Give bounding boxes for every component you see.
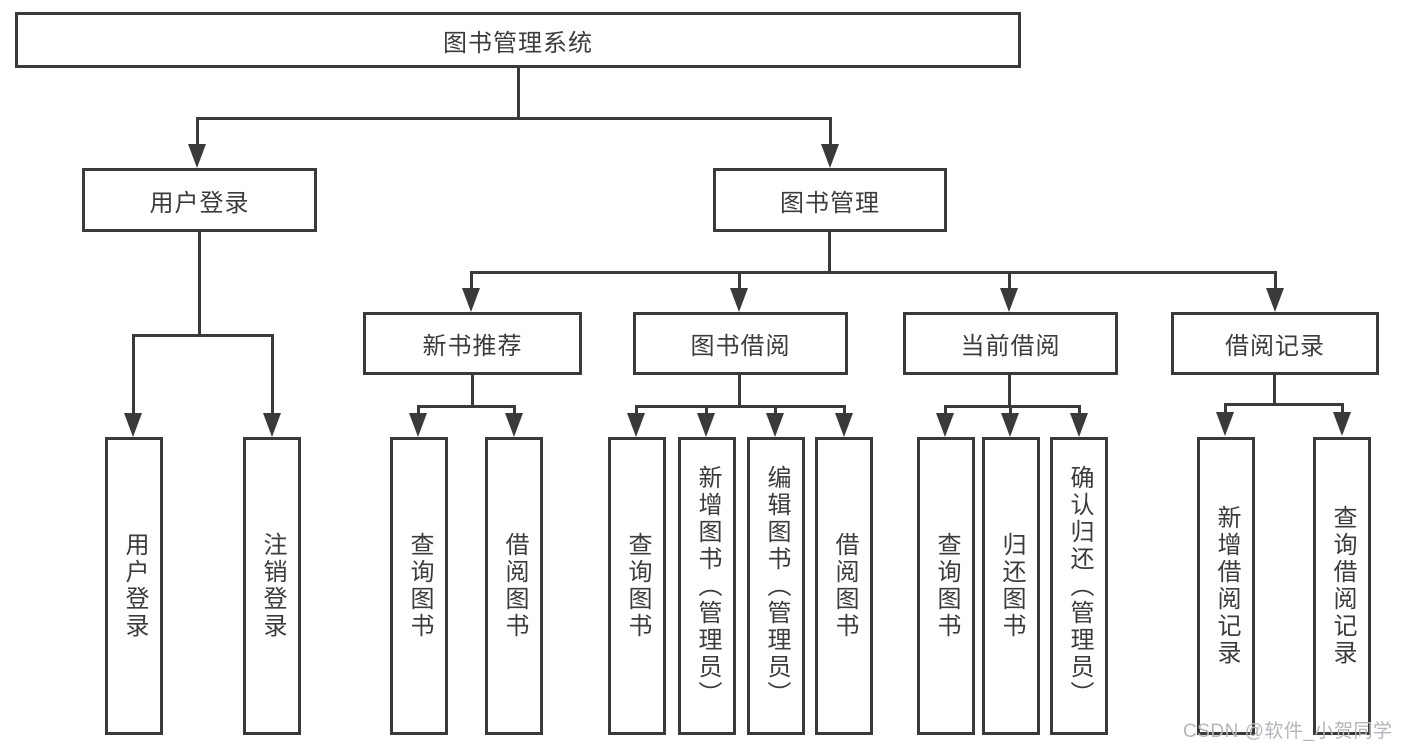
arrowhead-icon xyxy=(627,413,645,437)
connector-line xyxy=(196,117,832,120)
node-root-label: 图书管理系统 xyxy=(443,29,593,57)
node-new-book-recommend-label: 新书推荐 xyxy=(422,333,523,360)
connector-line xyxy=(132,334,135,416)
connector-line xyxy=(829,117,832,147)
arrowhead-icon xyxy=(1001,413,1019,437)
leaf-newbooks-query-books-label: 查询图书 xyxy=(406,532,433,640)
leaf-current-query-books-label: 查询图书 xyxy=(933,532,960,640)
connector-line xyxy=(1224,403,1344,406)
connector-line xyxy=(738,271,741,291)
leaf-borrow-borrow-books: 借阅图书 xyxy=(815,437,873,735)
arrowhead-icon xyxy=(821,144,839,168)
node-current-borrow: 当前借阅 xyxy=(903,312,1118,375)
connector-line xyxy=(417,405,516,408)
leaf-records-query-record: 查询借阅记录 xyxy=(1313,437,1371,735)
leaf-current-confirm-return-admin-label: 确认归还（管理员） xyxy=(1066,464,1093,708)
connector-line xyxy=(705,405,708,417)
leaf-current-return-books: 归还图书 xyxy=(982,437,1040,735)
connector-line xyxy=(738,375,741,408)
leaf-records-add-record-label: 新增借阅记录 xyxy=(1213,505,1240,667)
node-book-management-label: 图书管理 xyxy=(780,189,880,217)
arrowhead-icon xyxy=(1070,413,1088,437)
leaf-borrow-borrow-books-label: 借阅图书 xyxy=(831,532,858,640)
leaf-current-return-books-label: 归还图书 xyxy=(998,532,1025,640)
leaf-borrow-query-books-label: 查询图书 xyxy=(624,532,651,640)
csdn-watermark: CSDN @软件_小贺同学 xyxy=(1183,721,1393,742)
connector-line xyxy=(635,405,638,417)
connector-line xyxy=(1274,271,1277,291)
leaf-logout-label: 注销登录 xyxy=(259,532,286,640)
arrowhead-icon xyxy=(409,413,427,437)
connector-line xyxy=(1341,403,1344,415)
leaf-records-query-record-label: 查询借阅记录 xyxy=(1329,505,1356,667)
connector-line xyxy=(471,375,474,408)
node-new-book-recommend: 新书推荐 xyxy=(363,312,582,375)
node-root: 图书管理系统 xyxy=(15,12,1021,68)
node-book-borrow: 图书借阅 xyxy=(633,312,848,375)
node-book-management: 图书管理 xyxy=(713,168,947,232)
connector-line xyxy=(944,405,1081,408)
connector-line xyxy=(198,232,201,337)
leaf-records-add-record: 新增借阅记录 xyxy=(1197,437,1255,735)
leaf-borrow-edit-books-admin: 编辑图书（管理员） xyxy=(747,437,805,735)
leaf-borrow-add-books-admin-label: 新增图书（管理员） xyxy=(694,464,721,708)
leaf-borrow-query-books: 查询图书 xyxy=(608,437,666,735)
leaf-current-confirm-return-admin: 确认归还（管理员） xyxy=(1050,437,1108,735)
connector-line xyxy=(1008,271,1011,291)
arrowhead-icon xyxy=(1216,412,1234,436)
arrowhead-icon xyxy=(835,413,853,437)
arrowhead-icon xyxy=(697,413,715,437)
connector-line xyxy=(944,405,947,417)
connector-line xyxy=(1009,405,1012,417)
leaf-borrow-add-books-admin: 新增图书（管理员） xyxy=(678,437,736,735)
node-borrow-records-label: 借阅记录 xyxy=(1225,333,1325,360)
arrowhead-icon xyxy=(462,288,480,312)
arrowhead-icon xyxy=(188,144,206,168)
arrowhead-icon xyxy=(263,413,281,437)
connector-line xyxy=(1078,405,1081,417)
connector-line xyxy=(635,405,846,408)
arrowhead-icon xyxy=(936,413,954,437)
connector-line xyxy=(828,232,831,274)
leaf-borrow-edit-books-admin-label: 编辑图书（管理员） xyxy=(763,464,790,708)
node-borrow-records: 借阅记录 xyxy=(1171,312,1379,375)
connector-line xyxy=(1008,375,1011,408)
leaf-user-login-label: 用户登录 xyxy=(121,532,148,640)
arrowhead-icon xyxy=(1000,288,1018,312)
arrowhead-icon xyxy=(505,413,523,437)
node-book-borrow-label: 图书借阅 xyxy=(690,333,791,360)
connector-line xyxy=(271,334,274,416)
connector-line xyxy=(417,405,420,417)
node-current-borrow-label: 当前借阅 xyxy=(960,333,1061,360)
leaf-current-query-books: 查询图书 xyxy=(917,437,975,735)
leaf-user-login: 用户登录 xyxy=(105,437,163,735)
leaf-newbooks-borrow-books-label: 借阅图书 xyxy=(501,532,528,640)
arrowhead-icon xyxy=(730,288,748,312)
arrowhead-icon xyxy=(124,413,142,437)
arrowhead-icon xyxy=(1333,412,1351,436)
leaf-newbooks-borrow-books: 借阅图书 xyxy=(485,437,543,735)
connector-line xyxy=(843,405,846,417)
connector-line xyxy=(513,405,516,417)
connector-line xyxy=(196,117,199,147)
leaf-logout: 注销登录 xyxy=(243,437,301,735)
connector-line xyxy=(132,334,274,337)
connector-line xyxy=(470,271,473,291)
connector-line xyxy=(470,271,1277,274)
arrowhead-icon xyxy=(766,413,784,437)
arrowhead-icon xyxy=(1266,288,1284,312)
connector-line xyxy=(1224,403,1227,415)
connector-line xyxy=(774,405,777,417)
leaf-newbooks-query-books: 查询图书 xyxy=(390,437,448,735)
node-user-login-label: 用户登录 xyxy=(149,189,250,217)
connector-line xyxy=(517,68,520,119)
connector-line xyxy=(1273,375,1276,406)
node-user-login: 用户登录 xyxy=(82,168,317,232)
